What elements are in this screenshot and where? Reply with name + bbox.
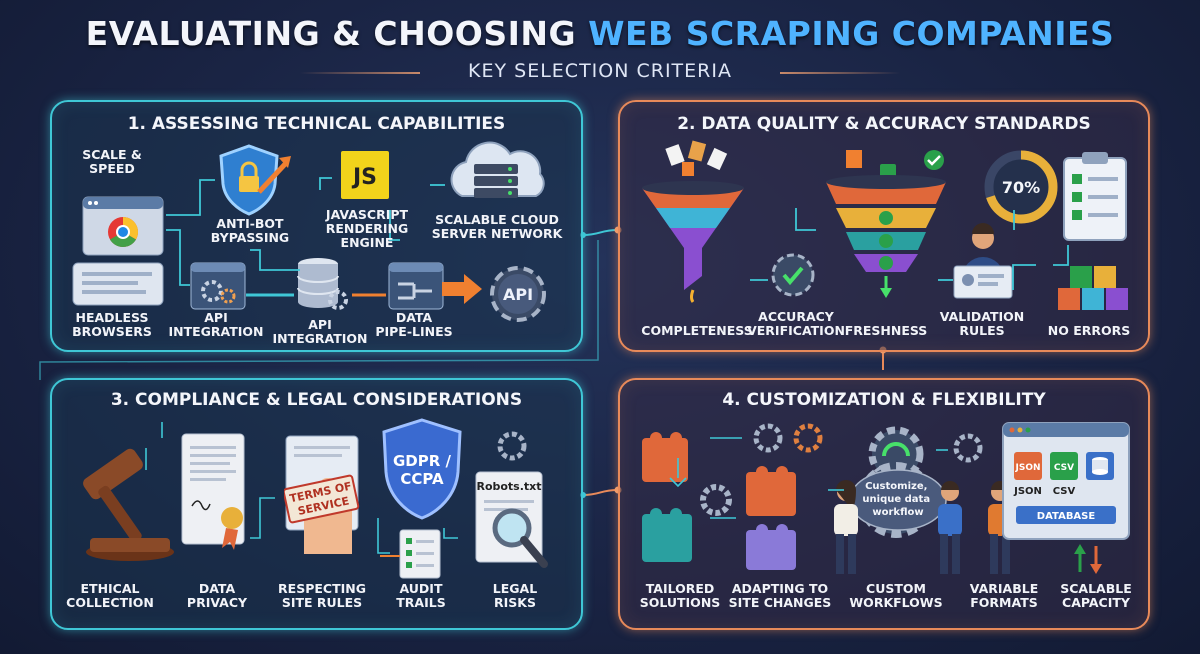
gdpr-text-1: GDPR / [393, 452, 452, 470]
data-cubes-icon [1058, 266, 1128, 310]
api-integration-window-icon [190, 262, 246, 310]
label-cloud: SCALABLE CLOUD SERVER NETWORK [431, 212, 563, 241]
subtitle-rule-left [300, 72, 420, 74]
gear-icon [700, 484, 732, 516]
scale-arrows-icon [1074, 544, 1102, 574]
json-box-text: JSON [1014, 463, 1040, 473]
arrow-right-icon [442, 274, 482, 304]
puzzle-pieces-icon [642, 432, 692, 562]
label-no-errors: NO ERRORS [1047, 323, 1131, 338]
json-caption: JSON [1013, 486, 1042, 497]
label-workflows: CUSTOM WORKFLOWS [849, 581, 943, 610]
gear-row-icon [753, 423, 823, 453]
title-main: EVALUATING & CHOOSING [85, 14, 589, 53]
label-validation: VALIDATION RULES [939, 309, 1025, 338]
label-ethical: ETHICAL COLLECTION [66, 581, 154, 610]
label-pipelines: DATA PIPE-LINES [375, 310, 453, 339]
label-privacy: DATA PRIVACY [186, 581, 248, 610]
check-gear-icon [771, 253, 815, 297]
validator-person-icon [953, 223, 1013, 299]
panel-title: 4. CUSTOMIZATION & FLEXIBILITY [722, 390, 1046, 410]
gauge-icon: 70% [984, 150, 1058, 224]
cloud-server-icon [450, 141, 545, 198]
bubble-line: Customize, [865, 481, 927, 492]
svg-text:Customize, unique data: Customize, unique data workflow [862, 481, 933, 518]
robots-txt-icon: Robots.txt [475, 471, 548, 568]
adaptive-blocks-icon [746, 466, 796, 570]
subtitle-rule-right [780, 72, 900, 74]
checklist-icon [1063, 152, 1127, 241]
headless-browser-icon [72, 262, 164, 306]
panel-title: 2. DATA QUALITY & ACCURACY STANDARDS [677, 114, 1091, 134]
label-completeness: COMPLETENESS [641, 323, 753, 338]
api-gear-icon: API [490, 266, 546, 322]
javascript-icon-text: JS [351, 165, 377, 190]
person-center-icon [938, 481, 962, 574]
label-freshness: FRESHNESS [844, 323, 928, 338]
label-accuracy: ACCURACY VERIFICATION [747, 309, 845, 338]
gear-icon [953, 433, 983, 463]
label-scale-speed: SCALE & SPEED [82, 147, 142, 176]
api-gear-text: API [503, 285, 533, 304]
gdpr-text-2: CCPA [400, 470, 444, 488]
bubble-line: unique data [862, 494, 930, 505]
privacy-document-icon [181, 433, 245, 550]
gear-icon [497, 431, 527, 461]
gdpr-shield-icon: GDPR / CCPA [382, 418, 462, 520]
person-left-icon [834, 480, 858, 574]
database-icon [297, 258, 348, 310]
page-subtitle: KEY SELECTION CRITERIA [468, 60, 732, 82]
panel2-flow-lines [750, 208, 1069, 290]
audit-trail-document-icon [399, 529, 441, 579]
layered-funnel-icon [826, 150, 946, 298]
panel3-flow-lines [145, 422, 458, 557]
gauge-fill [984, 150, 1058, 224]
label-legal: LEGAL RISKS [492, 581, 538, 610]
bubble-line: workflow [872, 507, 923, 518]
terms-of-service-icon: TERMS OF SERVICE [284, 435, 360, 554]
gauge-text: 70% [1002, 178, 1040, 197]
label-capacity: SCALABLE CAPACITY [1060, 581, 1132, 610]
robots-text: Robots.txt [476, 480, 541, 493]
label-audit: AUDIT TRAILS [396, 581, 446, 610]
javascript-icon: JS [341, 151, 389, 199]
label-anti-bot: ANTI-BOT BYPASSING [210, 216, 290, 245]
panel1-flow-lines [166, 177, 445, 297]
panel4-flow-lines [669, 437, 948, 519]
label-headless: HEADLESS BROWSERS [72, 310, 152, 339]
database-label: DATABASE [1037, 511, 1096, 522]
label-api-integration-1: API INTEGRATION [168, 310, 264, 339]
panel-title: 1. ASSESSING TECHNICAL CAPABILITIES [127, 114, 506, 134]
funnel-icon [642, 140, 744, 303]
browser-window-icon [82, 196, 164, 256]
label-formats: VARIABLE FORMATS [969, 581, 1039, 610]
label-js-engine: JAVASCRIPT RENDERING ENGINE [325, 207, 409, 250]
label-adapting: ADAPTING TO SITE CHANGES [728, 581, 832, 610]
gavel-icon [83, 448, 174, 561]
shield-lock-icon [219, 144, 291, 216]
page-title: EVALUATING & CHOOSING WEB SCRAPING COMPA… [0, 14, 1200, 53]
csv-box-text: CSV [1054, 463, 1074, 473]
label-tailored: TAILORED SOLUTIONS [639, 581, 721, 610]
label-api-integration-2: API INTEGRATION [272, 317, 368, 346]
formats-window-icon: JSON CSV JSON CSV DATABASE [1002, 422, 1130, 540]
title-accent: WEB SCRAPING COMPANIES [588, 14, 1115, 53]
panel-title: 3. COMPLIANCE & LEGAL CONSIDERATIONS [110, 390, 523, 410]
label-site-rules: RESPECTING SITE RULES [278, 581, 366, 610]
csv-caption: CSV [1053, 486, 1076, 497]
